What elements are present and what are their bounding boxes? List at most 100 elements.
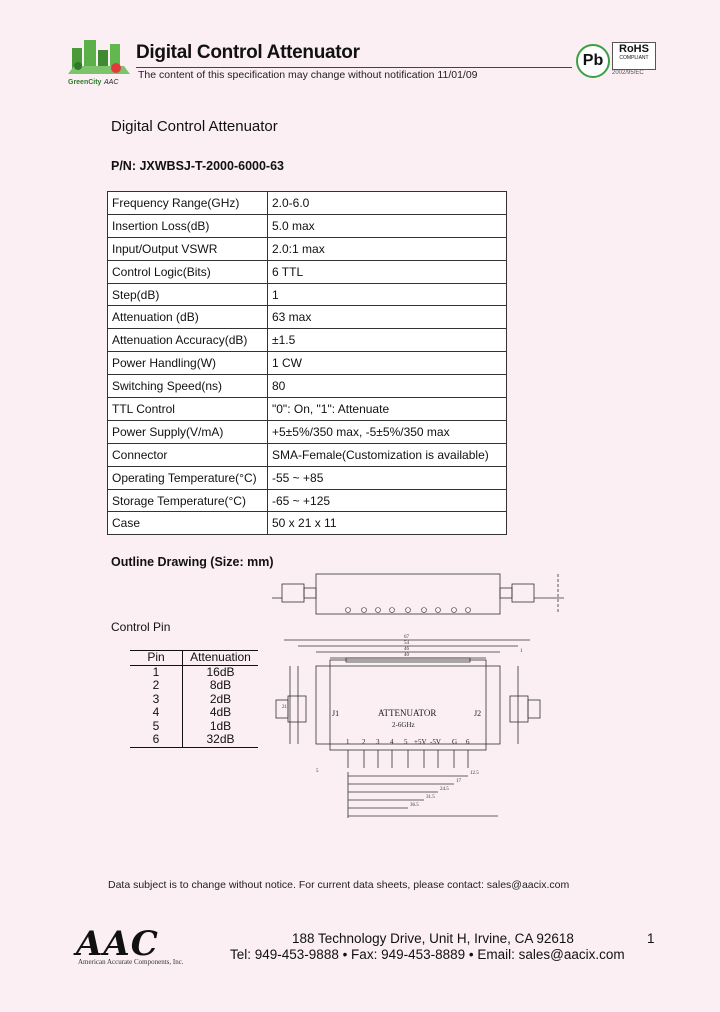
pin-number: 4 (130, 705, 183, 720)
company-address: 188 Technology Drive, Unit H, Irvine, CA… (292, 931, 574, 946)
spec-row: Attenuation (dB)63 max (107, 305, 507, 330)
pin-attenuation: 4dB (209, 705, 232, 719)
pb-free-badge: Pb (576, 44, 610, 78)
aac-logo: AAC (76, 924, 159, 964)
j1-label: J1 (332, 709, 339, 718)
rohs-directive: 2002/95/EC (612, 70, 644, 76)
spec-row: Attenuation Accuracy(dB)±1.5 (107, 328, 507, 353)
dim-label: 1 (520, 649, 523, 654)
spec-value: 2.0-6.0 (267, 191, 507, 215)
page-number: 1 (647, 931, 655, 946)
data-subject-note: Data subject is to change without notice… (108, 879, 570, 891)
svg-text:AAC: AAC (103, 79, 119, 86)
pin-header: Pin (130, 650, 183, 666)
spec-value: +5±5%/350 max, -5±5%/350 max (267, 419, 507, 444)
spec-row: Insertion Loss(dB)5.0 max (107, 213, 507, 238)
spec-key: Operating Temperature(°C) (107, 465, 268, 490)
spec-value: 2.0:1 max (267, 236, 507, 261)
spec-value: 80 (267, 374, 507, 399)
rohs-title: RoHS (619, 43, 649, 55)
pin-attenuation: 1dB (209, 718, 232, 733)
spec-value: 50 x 21 x 11 (267, 511, 507, 536)
spec-value: 5.0 max (267, 213, 507, 238)
pin-row: 1 16dB (130, 665, 258, 679)
pin-number: 3 (130, 692, 183, 706)
dim-label: 36.5 (410, 803, 419, 808)
spec-key: Storage Temperature(°C) (107, 488, 268, 513)
spec-row: Frequency Range(GHz)2.0-6.0 (107, 191, 507, 215)
spec-row: Step(dB)1 (107, 282, 507, 307)
rohs-compliant: COMPLIANT (619, 55, 649, 61)
pin-row: 5 1dB (130, 718, 258, 733)
spec-key: Control Logic(Bits) (107, 259, 268, 284)
dim-label: 12.5 (470, 771, 479, 776)
pin-number: 2 (130, 678, 183, 693)
greencity-logo: GreenCity AAC (68, 40, 130, 86)
pin-row: 3 2dB (130, 691, 258, 706)
spec-key: Insertion Loss(dB) (107, 213, 268, 238)
pin-label: 2 (362, 738, 366, 746)
dim-label: 40 (404, 653, 410, 658)
spec-value: -55 ~ +85 (267, 465, 507, 490)
dim-label: 5 (316, 769, 319, 774)
pin-label: 6 (466, 738, 470, 746)
dim-label: 17 (456, 779, 462, 784)
spec-key: Connector (107, 442, 268, 467)
spec-row: TTL Control"0": On, "1": Attenuate (107, 397, 507, 421)
pb-badge-text: Pb (582, 52, 604, 69)
pin-label: +5V (414, 738, 427, 746)
control-pin-label: Control Pin (111, 620, 171, 634)
part-number: P/N: JXWBSJ-T-2000-6000-63 (111, 159, 284, 173)
dim-label: 46 (404, 647, 410, 652)
pin-attenuation: 2dB (209, 691, 232, 706)
dim-label: 21 (282, 705, 288, 710)
spec-key: Power Handling(W) (107, 351, 268, 376)
j2-label: J2 (474, 709, 481, 718)
device-label: ATTENUATOR (378, 708, 436, 718)
spec-row: Operating Temperature(°C)-55 ~ +85 (107, 465, 507, 490)
pin-row: 2 8dB (130, 678, 258, 693)
spec-value: 63 max (267, 305, 507, 330)
spec-value: 1 (267, 282, 507, 307)
pin-attenuation: 32dB (182, 732, 258, 748)
pin-label: 5 (404, 738, 408, 746)
pin-number: 5 (130, 719, 183, 733)
outline-drawing: ATTENUATOR 2-6GHz J1 J2 1 2 3 4 5 +5V -5… (272, 573, 564, 818)
header-rule (136, 67, 572, 68)
spec-key: Switching Speed(ns) (107, 374, 268, 399)
svg-text:GreenCity: GreenCity (68, 79, 102, 86)
spec-key: TTL Control (107, 397, 268, 421)
pin-label: 3 (376, 738, 380, 746)
spec-key: Power Supply(V/mA) (107, 419, 268, 444)
header-title: Digital Control Attenuator (136, 42, 360, 63)
pin-number: 1 (130, 665, 183, 679)
pin-attenuation: 8dB (209, 678, 232, 692)
pin-attenuation: 16dB (206, 664, 235, 679)
spec-key: Attenuation Accuracy(dB) (107, 328, 268, 353)
spec-key: Frequency Range(GHz) (107, 191, 268, 215)
pin-row: 4 4dB (130, 705, 258, 720)
pin-label: 4 (390, 738, 394, 746)
spec-value: SMA-Female(Customization is available) (267, 442, 507, 467)
spec-row: Power Handling(W)1 CW (107, 351, 507, 376)
spec-key: Case (107, 511, 268, 536)
company-contact: Tel: 949-453-9888 • Fax: 949-453-8889 • … (230, 947, 625, 962)
dim-label: 24.5 (440, 787, 449, 792)
attenuation-header: Attenuation (182, 650, 258, 666)
dim-label: 31.5 (426, 795, 435, 800)
spec-value: 6 TTL (267, 259, 507, 284)
pin-number: 6 (130, 732, 183, 748)
spec-value: -65 ~ +125 (267, 488, 507, 513)
spec-value: "0": On, "1": Attenuate (267, 397, 507, 421)
doc-title: Digital Control Attenuator (111, 118, 278, 135)
spec-row: Switching Speed(ns)80 (107, 374, 507, 399)
spec-value: 1 CW (267, 351, 507, 376)
spec-row: Control Logic(Bits)6 TTL (107, 259, 507, 284)
spec-key: Step(dB) (107, 282, 268, 307)
pin-label: -5V (430, 738, 441, 746)
